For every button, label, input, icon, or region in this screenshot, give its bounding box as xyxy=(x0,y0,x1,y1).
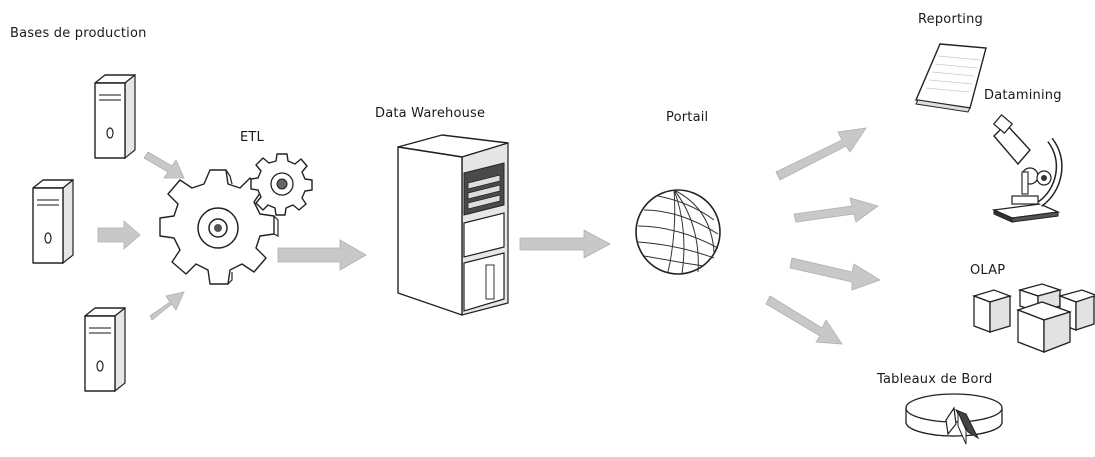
label-portal: Portail xyxy=(666,110,709,125)
flow-arrow xyxy=(277,239,367,271)
flow-arrow xyxy=(765,295,843,345)
label-olap: OLAP xyxy=(970,263,1006,278)
source-server-icon xyxy=(32,178,74,265)
etl-small-gear-icon xyxy=(250,153,313,216)
flow-arrow xyxy=(775,127,867,181)
flow-arrow xyxy=(97,220,141,250)
reporting-document-icon xyxy=(914,43,987,113)
source-server-icon xyxy=(84,306,126,393)
datamining-microscope-icon xyxy=(991,114,1063,223)
flow-arrow xyxy=(789,257,881,291)
portal-globe-icon xyxy=(635,189,721,275)
label-data-warehouse: Data Warehouse xyxy=(375,106,486,121)
label-production-databases: Bases de production xyxy=(10,26,147,41)
source-server-icon xyxy=(94,73,136,160)
label-etl: ETL xyxy=(240,130,264,145)
flow-arrow xyxy=(519,229,611,259)
label-datamining: Datamining xyxy=(984,88,1062,103)
label-dashboards: Tableaux de Bord xyxy=(877,372,993,387)
data-warehouse-server-icon xyxy=(397,134,509,316)
flow-arrow xyxy=(149,291,185,321)
flow-arrow xyxy=(143,151,185,179)
olap-cubes-icon xyxy=(971,283,1095,353)
label-reporting: Reporting xyxy=(918,12,983,27)
etl-gear-icon xyxy=(159,169,279,285)
dashboard-pie-chart-icon xyxy=(905,393,1003,445)
flow-arrow xyxy=(793,197,879,223)
